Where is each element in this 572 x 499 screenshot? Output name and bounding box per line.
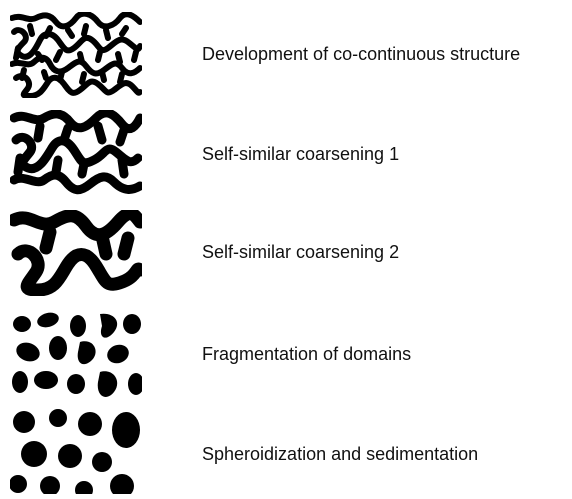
stage-label-4: Fragmentation of domains [202, 344, 412, 364]
micrograph-fragmented-domains [10, 312, 142, 398]
stage-label-1: Development of co-continuous structure [202, 44, 521, 64]
micrograph-coarse-co-continuous [10, 210, 142, 296]
pattern-fragmented-domains [12, 312, 142, 397]
pattern-medium-co-continuous [10, 110, 142, 195]
micrograph-fine-co-continuous [10, 12, 142, 98]
pattern-spheroidal-droplets [10, 409, 140, 494]
micrograph-medium-co-continuous [10, 110, 142, 196]
micrograph-spheroidal-droplets [10, 408, 142, 494]
stage-label-5: Spheroidization and sedimentation [202, 444, 479, 464]
stage-label-2: Self-similar coarsening 1 [202, 144, 400, 164]
pattern-coarse-co-continuous [10, 210, 142, 296]
stage-label-3: Self-similar coarsening 2 [202, 242, 400, 262]
pattern-fine-co-continuous [10, 12, 142, 98]
